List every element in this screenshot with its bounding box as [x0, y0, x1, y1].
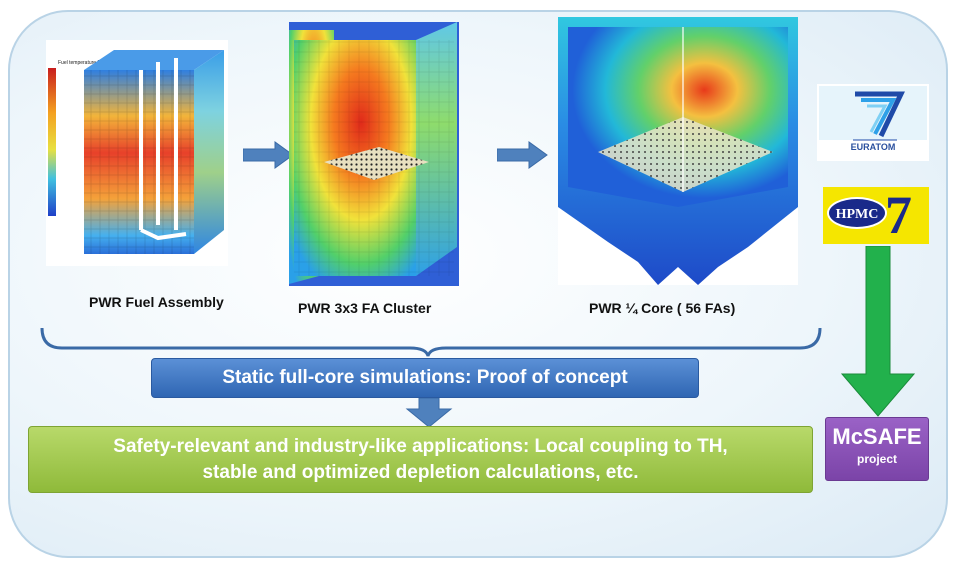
applications-line-1: Safety-relevant and industry-like applic…: [113, 436, 728, 457]
arrow-down: [405, 397, 453, 433]
fa-cluster-image: [289, 22, 459, 286]
mcsafe-title: McSAFE: [832, 424, 922, 449]
grouping-brace: [40, 326, 822, 363]
proof-of-concept-box: Static full-core simulations: Proof of c…: [151, 358, 699, 398]
mcsafe-project-box: McSAFE project: [825, 417, 929, 481]
euratom-text: EURATOM: [850, 142, 896, 152]
fuel-assembly-legend-title: Fuel temperature [K]: [58, 60, 104, 66]
green-arrow-down: [838, 245, 918, 423]
applications-box: Safety-relevant and industry-like applic…: [28, 426, 813, 493]
fuel-assembly-label: PWR Fuel Assembly: [89, 294, 224, 310]
hpmc-text: HPMC: [827, 197, 887, 229]
fuel-assembly-image: Fuel temperature [K]: [46, 40, 228, 266]
quarter-core-label: PWR ¼ Core ( 56 FAs): [589, 300, 736, 316]
euratom-logo: EURATOM: [817, 84, 929, 161]
arrow-right-1: [242, 141, 295, 174]
arrow-right-2: [496, 141, 549, 174]
fuel-assembly-legend: [48, 68, 56, 216]
hpmc-logo: HPMC 7: [823, 187, 929, 244]
hpmc-number: 7: [885, 185, 912, 245]
fa-cluster-label: PWR 3x3 FA Cluster: [298, 300, 432, 316]
applications-line-2: stable and optimized depletion calculati…: [202, 462, 639, 483]
mcsafe-subtitle: project: [856, 452, 897, 466]
quarter-core-image: [558, 17, 798, 285]
